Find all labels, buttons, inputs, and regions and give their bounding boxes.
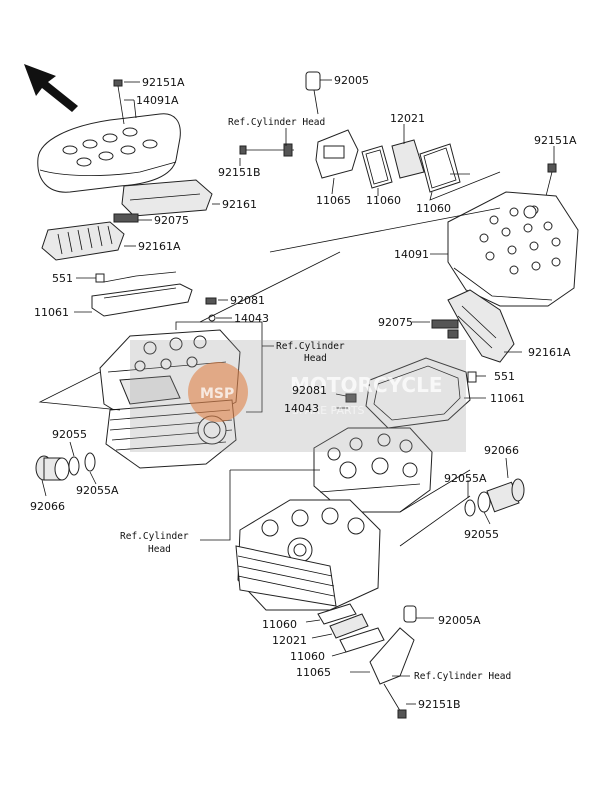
gasket-11060-top1 — [361, 145, 393, 189]
label-92151a-top: 92151A — [142, 76, 185, 89]
label-92055a-left: 92055A — [76, 484, 119, 497]
watermark-brand: MOTORCYCLE — [290, 373, 442, 397]
plate-12021-top — [391, 139, 425, 179]
label-92066-left: 92066 — [30, 500, 65, 513]
label-11060-bot1: 11060 — [262, 618, 297, 631]
bolt-92151b-top — [239, 143, 294, 157]
watermark-subtitle: SPARE PARTS — [292, 404, 365, 417]
label-92075-right: 92075 — [378, 316, 413, 329]
label-92161: 92161 — [222, 198, 257, 211]
label-11065-top: 11065 — [316, 194, 351, 207]
watermark: MSP MOTORCYCLE SPARE PARTS — [130, 340, 466, 452]
label-92151a-right: 92151A — [534, 134, 577, 147]
label-ref-cylinder-low1: Ref.Cylinder — [120, 531, 189, 542]
clamp-92075-right — [431, 319, 459, 339]
label-11060-top1: 11060 — [366, 194, 401, 207]
label-ref-cylinder-head-top: Ref.Cylinder Head — [228, 117, 325, 128]
label-92151b-bot: 92151B — [418, 698, 461, 711]
watermark-logo-text: MSP — [200, 386, 234, 402]
label-92055-left: 92055 — [52, 428, 87, 441]
label-14091: 14091 — [394, 248, 429, 261]
label-11061-right: 11061 — [490, 392, 525, 405]
bolt-92151a-right — [545, 163, 557, 197]
label-92066-right: 92066 — [484, 444, 519, 457]
label-ref-cylinder-mid1: Ref.Cylinder — [276, 341, 345, 352]
bracket-92161 — [121, 179, 213, 217]
cylinder-head-cover-left — [37, 113, 181, 193]
insulator-92161a-right — [447, 289, 515, 363]
label-ref-cylinder-mid2: Head — [304, 353, 327, 364]
tappet-92005a — [403, 605, 417, 623]
exhaust-pipe-joint-left — [35, 452, 96, 481]
rocker-holder-11065-bot — [369, 627, 415, 685]
label-551-right: 551 — [494, 370, 515, 383]
label-11065-bot: 11065 — [296, 666, 331, 679]
label-92161a-left: 92161A — [138, 240, 181, 253]
label-ref-cylinder-low2: Head — [148, 544, 171, 555]
bolt-92151b-bot — [383, 683, 407, 719]
label-551-left: 551 — [52, 272, 73, 285]
label-92075-left: 92075 — [154, 214, 189, 227]
gasket-11060-bot1 — [317, 603, 357, 625]
label-92081-left: 92081 — [230, 294, 265, 307]
gasket-11060-bot2 — [339, 627, 385, 653]
dowel-551-left — [95, 273, 105, 283]
label-92005a: 92005A — [438, 614, 481, 627]
label-92055a-right: 92055A — [444, 472, 487, 485]
front-direction-arrow-icon — [24, 64, 78, 112]
label-14043-left: 14043 — [234, 312, 269, 325]
label-92081-mid: 92081 — [292, 384, 327, 397]
exhaust-pipe-joint-right — [464, 478, 525, 517]
bolt-92151a-top — [113, 79, 125, 125]
label-14043-mid: 14043 — [284, 402, 319, 415]
label-11060-top2: 11060 — [416, 202, 451, 215]
tappet-92005 — [305, 71, 321, 91]
label-11060-bot2: 11060 — [290, 650, 325, 663]
cylinder-head-right — [313, 427, 433, 513]
label-92151b-top: 92151B — [218, 166, 261, 179]
plate-12021-bot — [329, 613, 369, 639]
insulator-92161a-left — [41, 221, 125, 261]
label-92005: 92005 — [334, 74, 369, 87]
label-11061-left: 11061 — [34, 306, 69, 319]
label-12021-top: 12021 — [390, 112, 425, 125]
label-ref-cylinder-head-bot: Ref.Cylinder Head — [414, 671, 511, 682]
spring-92081-left — [205, 297, 217, 305]
label-92055-right: 92055 — [464, 528, 499, 541]
gasket-11060-top2 — [419, 143, 461, 193]
clamp-92075-left — [113, 213, 139, 223]
gasket-11061-right — [365, 357, 471, 429]
dowel-551-right — [467, 371, 477, 383]
rocker-holder-11065-top — [315, 129, 359, 179]
label-12021-bot: 12021 — [272, 634, 307, 647]
spring-92081-mid — [345, 393, 357, 403]
label-92161a-right: 92161A — [528, 346, 571, 359]
gasket-11061-left — [91, 283, 193, 317]
cylinder-block-front — [235, 499, 381, 611]
label-14091a: 14091A — [136, 94, 179, 107]
cylinder-head-cover-right — [447, 191, 579, 307]
